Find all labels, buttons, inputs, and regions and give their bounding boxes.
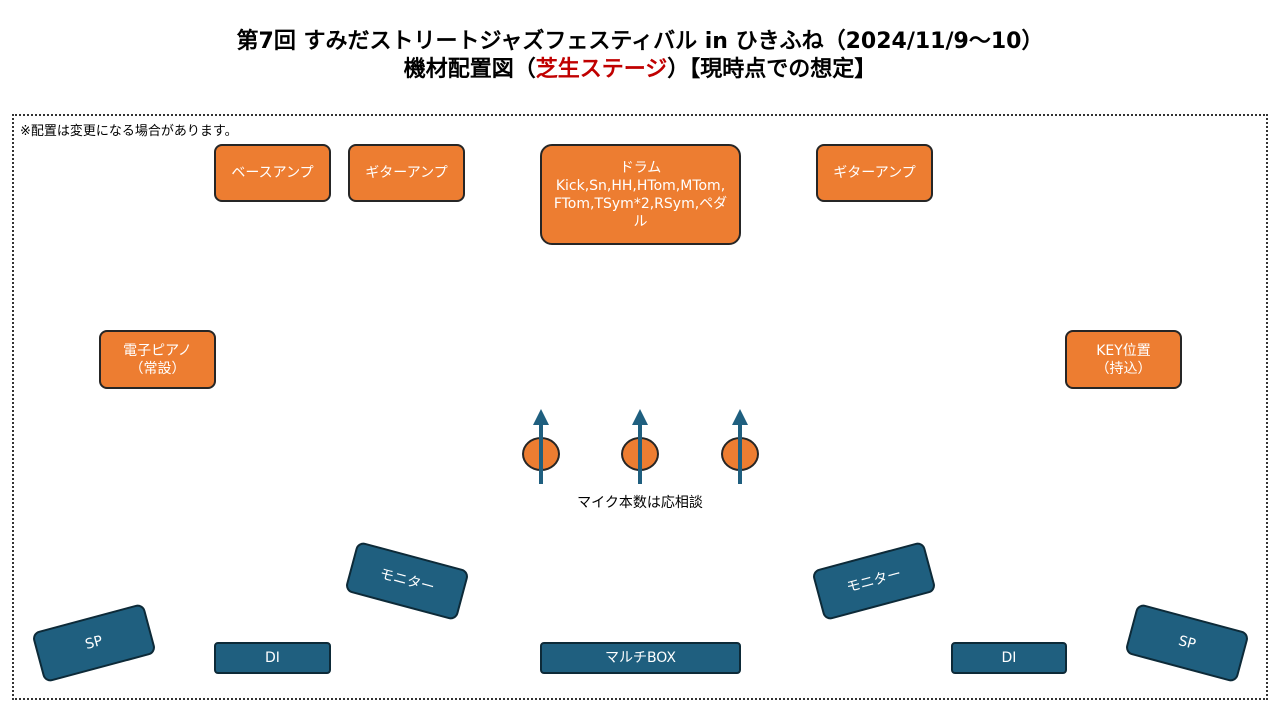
piano-sublabel: （常設）: [129, 360, 186, 377]
multi-box-label: マルチBOX: [604, 650, 677, 666]
mic-3: [721, 437, 759, 471]
bass-amp-box: ベースアンプ: [214, 144, 331, 202]
mic-1: [522, 437, 560, 471]
guitar-amp-left-box: ギターアンプ: [348, 144, 465, 202]
multi-box: マルチBOX: [540, 642, 741, 674]
guitar-amp-left-label: ギターアンプ: [365, 165, 448, 181]
stage-area-frame: [12, 114, 1268, 700]
guitar-amp-right-box: ギターアンプ: [816, 144, 933, 202]
electronic-piano-box: 電子ピアノ （常設）: [99, 330, 216, 389]
drums-box: ドラム Kick,Sn,HH,HTom,MTom,FTom,TSym*2,RSy…: [540, 144, 741, 245]
mic-count-note: マイク本数は応相談: [577, 495, 703, 511]
piano-label: 電子ピアノ: [123, 342, 192, 359]
title-suffix: ）【現時点での想定】: [667, 57, 877, 82]
key-position-box: KEY位置 （持込）: [1065, 330, 1182, 389]
diagram-title-line2: 機材配置図（芝生ステージ）【現時点での想定】: [0, 56, 1280, 84]
drums-detail: Kick,Sn,HH,HTom,MTom,FTom,TSym*2,RSym,ペダ…: [553, 177, 728, 230]
layout-change-note: ※配置は変更になる場合があります。: [20, 124, 238, 139]
di-left-box: DI: [214, 642, 331, 674]
di-left-label: DI: [265, 650, 280, 666]
key-label: KEY位置: [1096, 342, 1151, 359]
speaker-left-label: SP: [83, 633, 105, 653]
title-prefix: 機材配置図（: [403, 57, 536, 82]
monitor-left-label: モニター: [377, 566, 437, 596]
di-right-box: DI: [951, 642, 1067, 674]
bass-amp-label: ベースアンプ: [231, 165, 314, 181]
guitar-amp-right-label: ギターアンプ: [833, 165, 916, 181]
drums-title: ドラム: [619, 159, 662, 176]
key-sublabel: （持込）: [1095, 360, 1152, 377]
diagram-title-line1: 第7回 すみだストリートジャズフェスティバル in ひきふね（2024/11/9…: [236, 29, 1044, 54]
monitor-right-label: モニター: [844, 566, 904, 596]
speaker-right-label: SP: [1176, 633, 1198, 653]
di-right-label: DI: [1001, 650, 1017, 666]
mic-2: [621, 437, 659, 471]
title-stage-name: 芝生ステージ: [535, 57, 668, 82]
